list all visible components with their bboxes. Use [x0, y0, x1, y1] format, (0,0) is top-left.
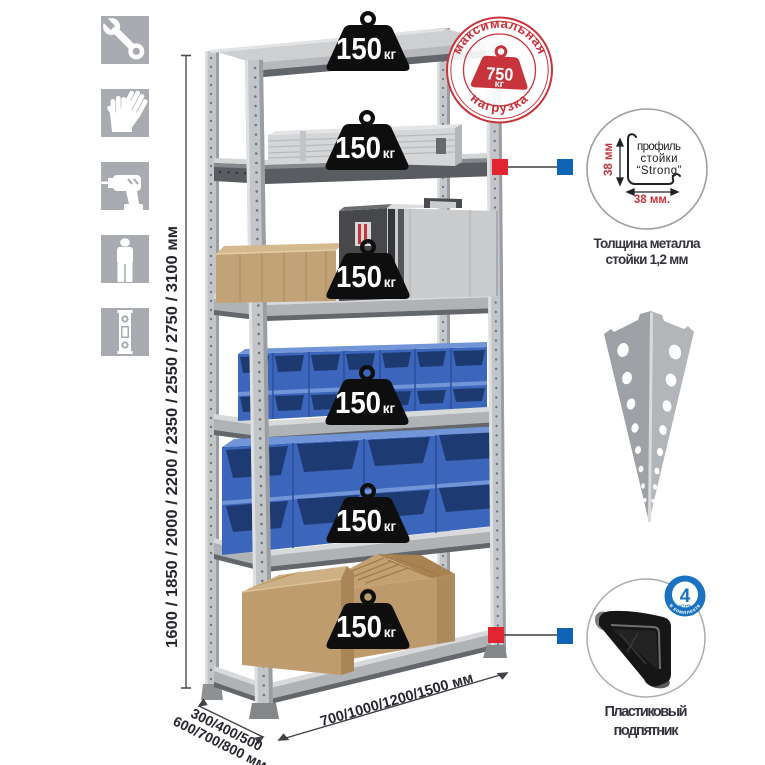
svg-text:38 мм: 38 мм — [603, 143, 615, 176]
svg-text:Пластиковый: Пластиковый — [605, 704, 688, 720]
svg-text:стойки: стойки — [641, 153, 678, 165]
svg-text:“Strong”: “Strong” — [637, 165, 682, 177]
svg-text:стойки 1,2 мм: стойки 1,2 мм — [606, 252, 689, 267]
svg-text:1600 / 1850 / 2000 / 2200 / 23: 1600 / 1850 / 2000 / 2200 / 2350 / 2550 … — [164, 226, 181, 648]
svg-text:кг: кг — [494, 79, 504, 90]
svg-text:38 мм.: 38 мм. — [634, 194, 670, 206]
svg-text:подпятник: подпятник — [614, 723, 680, 739]
svg-text:4: 4 — [680, 586, 691, 607]
svg-text:штуки: штуки — [679, 604, 691, 608]
svg-text:профиль: профиль — [637, 141, 681, 153]
svg-text:Толщина металла: Толщина металла — [594, 236, 701, 251]
svg-text:750: 750 — [486, 63, 514, 84]
